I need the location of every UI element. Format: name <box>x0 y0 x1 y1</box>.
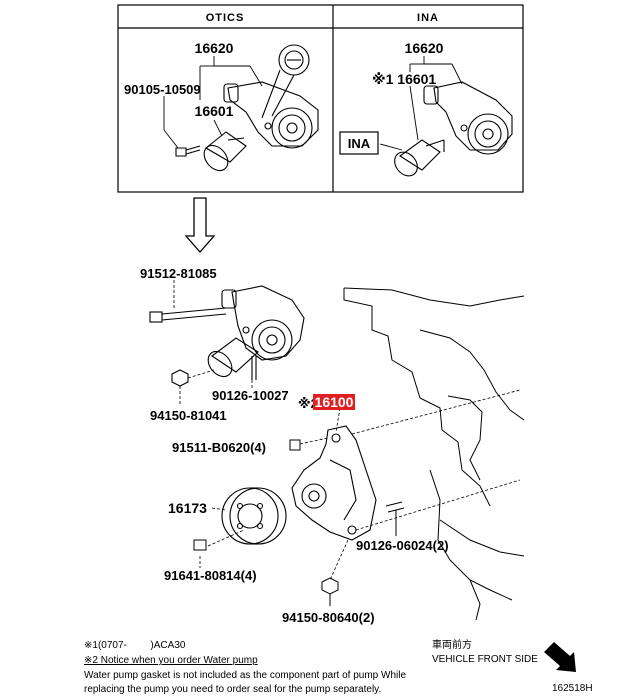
note-line-2: ※2 Notice when you order Water pump <box>84 655 258 666</box>
label-16601-ina: ※1 16601 <box>372 71 436 87</box>
ina-marking-box <box>339 131 379 155</box>
tensioner-assembly <box>149 285 305 387</box>
label-90105-10509: 90105-10509 <box>124 82 201 97</box>
pulley-leaders <box>199 507 245 568</box>
label-16100[interactable]: 16100 <box>315 394 354 410</box>
pump-stud <box>385 501 405 536</box>
label-91511-b0620: 91511-B0620(4) <box>172 440 266 455</box>
front-side-jp: 車両前方 <box>432 640 472 651</box>
note-line-1-model: )ACA30 <box>150 640 186 651</box>
label-16601-otics: 16601 <box>195 103 234 119</box>
note-line-1: ※1(0707- )ACA30 <box>84 640 185 652</box>
otics-leader-lines <box>163 56 263 149</box>
label-16620-ina: 16620 <box>405 40 444 56</box>
pump-pulley-drawing <box>221 487 287 545</box>
label-91641-80814: 91641-80814(4) <box>164 568 257 583</box>
panel-title-ina: INA <box>417 12 439 24</box>
down-arrow-icon <box>184 197 216 253</box>
label-16173: 16173 <box>168 500 207 516</box>
label-16620-otics: 16620 <box>195 40 234 56</box>
otics-tensioner-drawing <box>175 44 319 172</box>
note-line-1-mark: ※1(0707- <box>84 640 127 651</box>
panel-title-otics: OTICS <box>206 12 245 24</box>
pulley-bolt <box>193 539 207 551</box>
label-90126-10027: 90126-10027 <box>212 388 289 403</box>
pump-bolt <box>289 439 301 451</box>
label-94150-81041: 94150-81041 <box>150 408 227 423</box>
label-91512-81085: 91512-81085 <box>140 266 217 281</box>
ina-tensioner-drawing <box>394 81 513 177</box>
label-16100-prefix: ※2 <box>298 396 318 411</box>
engine-block-outline <box>343 287 525 621</box>
highlight-16100 <box>313 394 355 410</box>
tensioner-leaders <box>173 280 253 404</box>
note-line-4: replacing the pump you need to order sea… <box>84 684 382 695</box>
diagram-id: 162518H <box>552 683 593 694</box>
pump-leaders <box>299 389 521 581</box>
variant-panels <box>117 4 524 193</box>
note-line-3: Water pump gasket is not included as the… <box>84 670 407 681</box>
pump-nut <box>321 577 339 606</box>
ina-marking-text: INA <box>348 136 371 151</box>
label-94150-80640: 94150-80640(2) <box>282 610 375 625</box>
label-90126-06024: 90126-06024(2) <box>356 538 449 553</box>
front-side-en: VEHICLE FRONT SIDE <box>432 654 538 665</box>
ina-leader-lines <box>379 56 463 151</box>
front-side-arrow-icon <box>544 642 576 672</box>
water-pump-drawing <box>291 425 377 541</box>
